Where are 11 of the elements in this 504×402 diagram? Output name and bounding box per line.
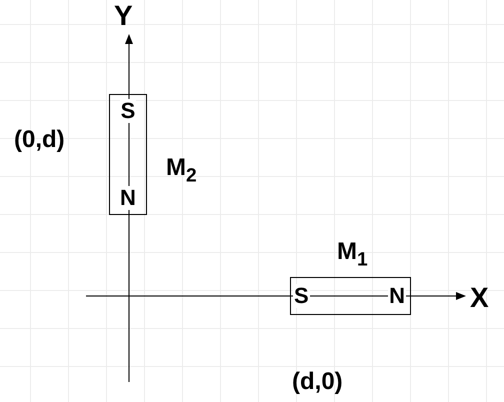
magnet-label: M$_{1}$: [337, 240, 368, 270]
bar-magnet: [109, 94, 147, 215]
axis-label: X: [470, 284, 489, 312]
pole-label: S: [120, 99, 136, 123]
pole-label: N: [119, 186, 137, 210]
coordinate-label: (d,0): [292, 370, 343, 394]
magnet-label: M$_{2}$: [166, 156, 197, 186]
coordinate-label: (0,d): [14, 128, 65, 152]
bar-magnet: [290, 277, 411, 315]
pole-label: S: [293, 284, 310, 308]
axis-label: Y: [114, 2, 133, 30]
